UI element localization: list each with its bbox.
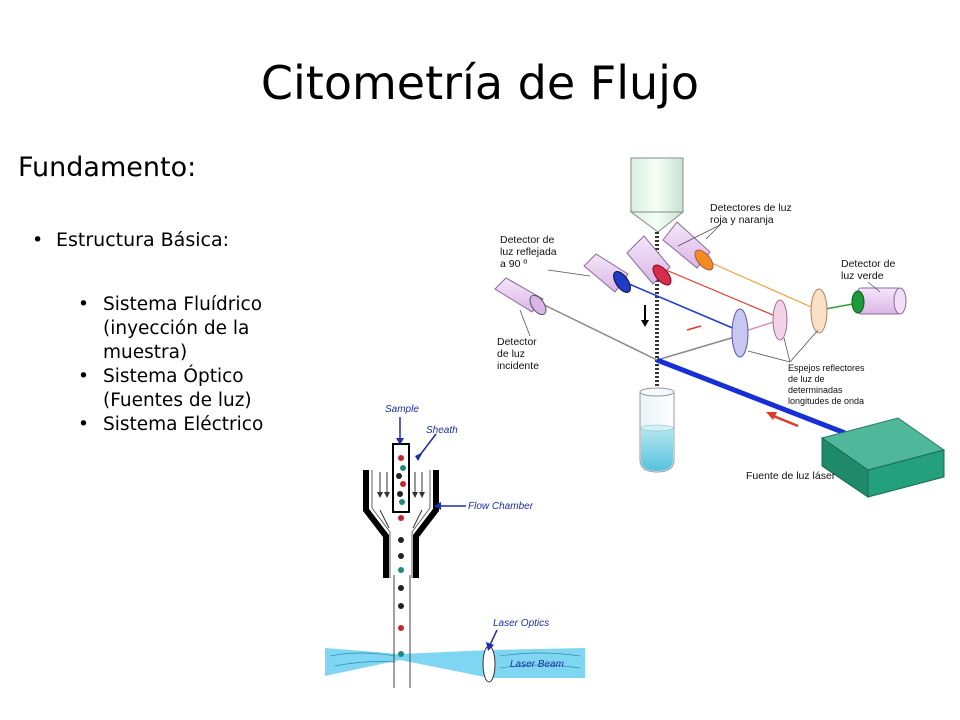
collection-tube [639,387,675,473]
laser-optics-arrow [489,629,498,646]
sub-bullet-text: Sistema Óptico (Fuentes de luz) [103,366,252,411]
beam-waves [329,652,581,669]
nozzle [629,157,685,233]
sheath-arrow-heads [377,492,425,498]
scatter-light-path [656,333,746,361]
detector-orange [662,221,714,271]
detector-reflected [583,253,631,293]
label-detectors-red-orange-2: roja y naranja [710,214,774,226]
sub-bullet-list: • Sistema Fluídrico (inyección de la mue… [78,293,293,437]
label-flow-chamber: Flow Chamber [468,501,534,512]
label-reflected-detector-2: luz reflejada [500,246,557,258]
arrow-head [415,452,423,461]
sheath-arrows [379,472,423,529]
arrow-head [766,412,777,420]
detector-red [626,235,672,286]
sub-bullet-item: • Sistema Óptico (Fuentes de luz) [78,365,293,413]
arrow-head [486,642,494,651]
cells [396,455,406,657]
chamber-inner-left [371,470,391,578]
bullet-dot: • [32,229,44,251]
mirror-orange [810,288,828,334]
label-mirrors-2: de luz de [788,374,825,384]
label-mirrors-4: longitudes de onda [788,396,864,406]
bullet-dot: • [78,294,89,315]
label-green-detector-2: luz verde [841,270,884,282]
label-mirrors: Espejos reflectores [788,363,865,373]
laser-beam [656,357,846,436]
fluidic-system-diagram: Sample Sheath Flow Chamber Laser Optics … [325,404,585,688]
chamber-wall-right [413,470,439,578]
label-incident-detector-3: incidente [497,360,539,372]
mirror-blue [731,308,749,358]
label-green-detector: Detector de [841,258,895,270]
label-laser-source: Fuente de luz láser [746,470,836,482]
sub-bullet-item: • Sistema Eléctrico [78,413,293,437]
laser-lens [482,645,496,683]
red-mark [686,325,702,331]
orange-light-path [699,257,819,311]
optical-system-diagram: Detectores de luz roja y naranja Detecto… [494,157,946,498]
label-mirrors-3: determinadas [788,385,843,395]
label-sheath: Sheath [426,425,458,436]
label-reflected-detector: Detector de [500,234,554,246]
detector-incident [494,277,547,316]
laser-direction-arrow [770,413,799,428]
callout-line [747,350,791,363]
blue-light-path [621,280,743,333]
callout-line [789,329,819,363]
callout-line [547,269,591,277]
label-laser-beam: Laser Beam [510,659,564,670]
callout-line [783,337,791,363]
callout-line [677,224,721,247]
page-title: Citometría de Flujo [260,56,700,110]
sub-bullet-text: Sistema Eléctrico [103,414,264,435]
sub-bullet-item: • Sistema Fluídrico (inyección de la mue… [78,293,293,365]
callout-line [867,281,881,293]
bullet-dot: • [78,414,89,435]
incident-light-path [529,297,658,361]
laser-source [820,417,946,498]
label-reflected-detector-3: a 90 º [500,258,527,270]
sheath-callout-arrow [419,433,437,456]
label-incident-detector: Detector [497,336,537,348]
arrow-head [641,320,649,327]
mirror-pink [772,299,788,341]
sub-bullet-text: Sistema Fluídrico (inyección de la muest… [103,294,263,363]
callout-line [519,309,531,337]
bullet-dot: • [78,366,89,387]
label-detectors-red-orange: Detectores de luz [710,202,792,214]
arrow-head [434,502,441,510]
section-subtitle: Fundamento: [18,152,197,183]
callout-line [705,224,721,240]
chamber-wall-left [363,470,389,578]
arrow-head [396,438,404,445]
bullet-text: Estructura Básica: [56,229,229,251]
red-light-path [665,269,781,319]
chamber-inner-right [411,470,431,578]
label-laser-optics: Laser Optics [493,618,549,629]
detector-green [851,287,907,315]
label-sample: Sample [385,404,419,415]
label-incident-detector-2: de luz [497,348,525,360]
